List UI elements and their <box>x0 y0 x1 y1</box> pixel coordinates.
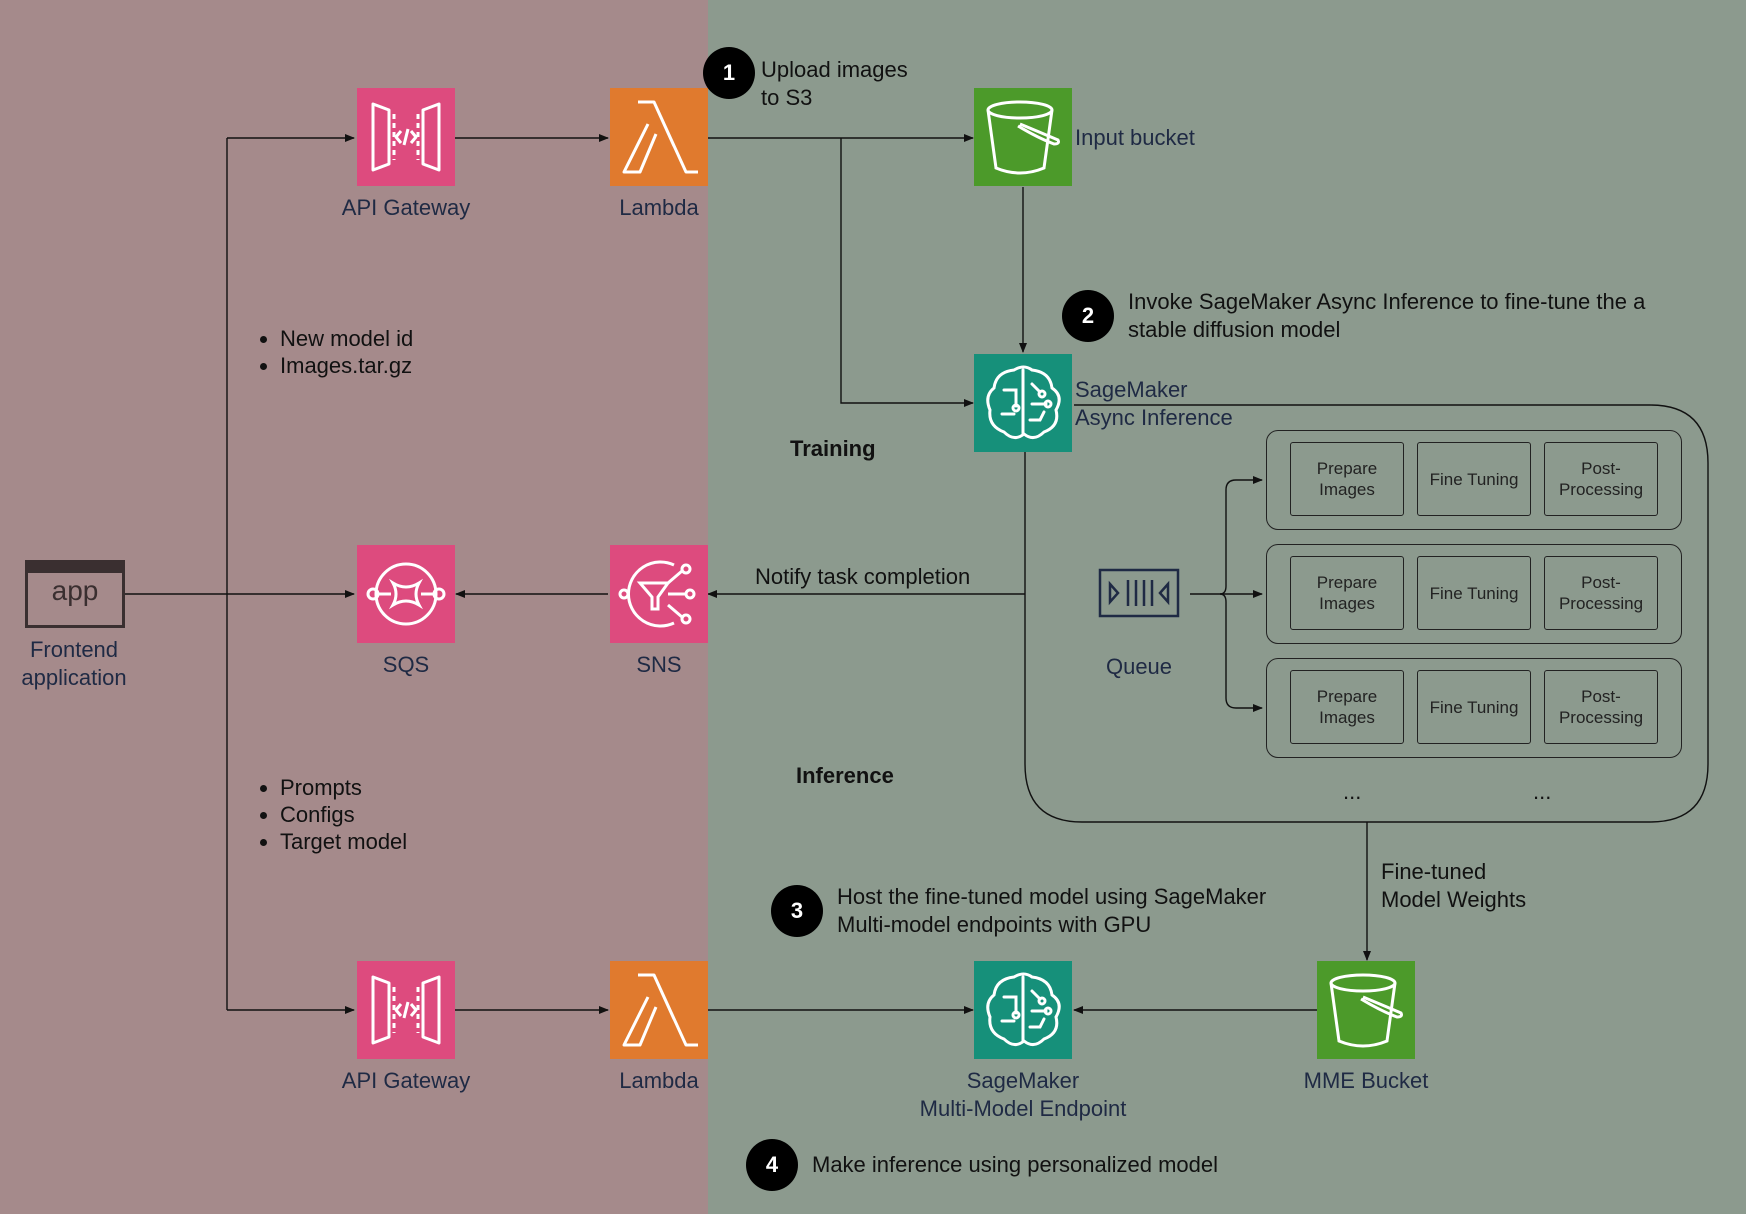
pipeline-lane-3 <box>1266 658 1682 758</box>
s3-bucket-icon <box>974 88 1072 186</box>
notify-edge-label: Notify task completion <box>755 564 971 589</box>
stage-post-processing: Post-Processing <box>1544 670 1658 744</box>
sns-label: SNS <box>636 652 682 677</box>
pipeline-ellipsis-1: ... <box>1343 779 1362 804</box>
app-window-icon: app <box>25 560 125 628</box>
step-4-text: Make inference using personalized model <box>812 1152 1219 1177</box>
list-item: Target model <box>280 828 407 855</box>
edge-lambda-sagemaker <box>840 138 974 407</box>
list-item: Prompts <box>280 774 407 801</box>
step-3-badge: 3 <box>771 885 823 937</box>
training-payload-list: New model id Images.tar.gz <box>252 325 413 379</box>
api-gateway-bottom-label: API Gateway <box>341 1068 471 1093</box>
step-1-badge: 1 <box>703 47 755 99</box>
step-2-badge: 2 <box>1062 290 1114 342</box>
input-bucket-label: Input bucket <box>1075 125 1195 150</box>
aws-side-panel <box>708 0 1746 1214</box>
api-gateway-top-label: API Gateway <box>341 195 471 220</box>
stage-fine-tuning: Fine Tuning <box>1417 442 1531 516</box>
pipeline-ellipsis-2: ... <box>1533 779 1552 804</box>
api-gateway-icon <box>357 88 455 186</box>
step-3-text: Host the fine-tuned model using SageMake… <box>837 884 1267 937</box>
step-4-badge: 4 <box>746 1139 798 1191</box>
sqs-icon <box>357 545 455 643</box>
list-item: New model id <box>280 325 413 352</box>
pipeline-lane-1 <box>1266 430 1682 530</box>
pipeline-lane-2 <box>1266 544 1682 644</box>
mme-bucket-label: MME Bucket <box>1303 1068 1429 1093</box>
training-section-label: Training <box>790 436 876 461</box>
stage-post-processing: Post-Processing <box>1544 556 1658 630</box>
stage-fine-tuning: Fine Tuning <box>1417 670 1531 744</box>
queue-icon <box>1098 568 1180 618</box>
stage-post-processing: Post-Processing <box>1544 442 1658 516</box>
lambda-icon <box>610 88 708 186</box>
lambda-icon <box>610 961 708 1059</box>
sqs-label: SQS <box>382 652 430 677</box>
lambda-bottom-label: Lambda <box>619 1068 699 1093</box>
stage-fine-tuning: Fine Tuning <box>1417 556 1531 630</box>
lambda-top-label: Lambda <box>619 195 699 220</box>
list-item: Images.tar.gz <box>280 352 413 379</box>
async-container <box>1024 404 1709 823</box>
frontend-label: Frontend application <box>21 637 127 690</box>
api-gateway-icon <box>357 961 455 1059</box>
inference-section-label: Inference <box>796 763 894 788</box>
sagemaker-icon <box>974 354 1072 452</box>
step-2-text: Invoke SageMaker Async Inference to fine… <box>1128 289 1646 342</box>
inference-payload-list: Prompts Configs Target model <box>252 774 407 855</box>
sagemaker-icon <box>974 961 1072 1059</box>
s3-bucket-icon <box>1317 961 1415 1059</box>
queue-label: Queue <box>1105 654 1173 679</box>
sns-icon <box>610 545 708 643</box>
list-item: Configs <box>280 801 407 828</box>
